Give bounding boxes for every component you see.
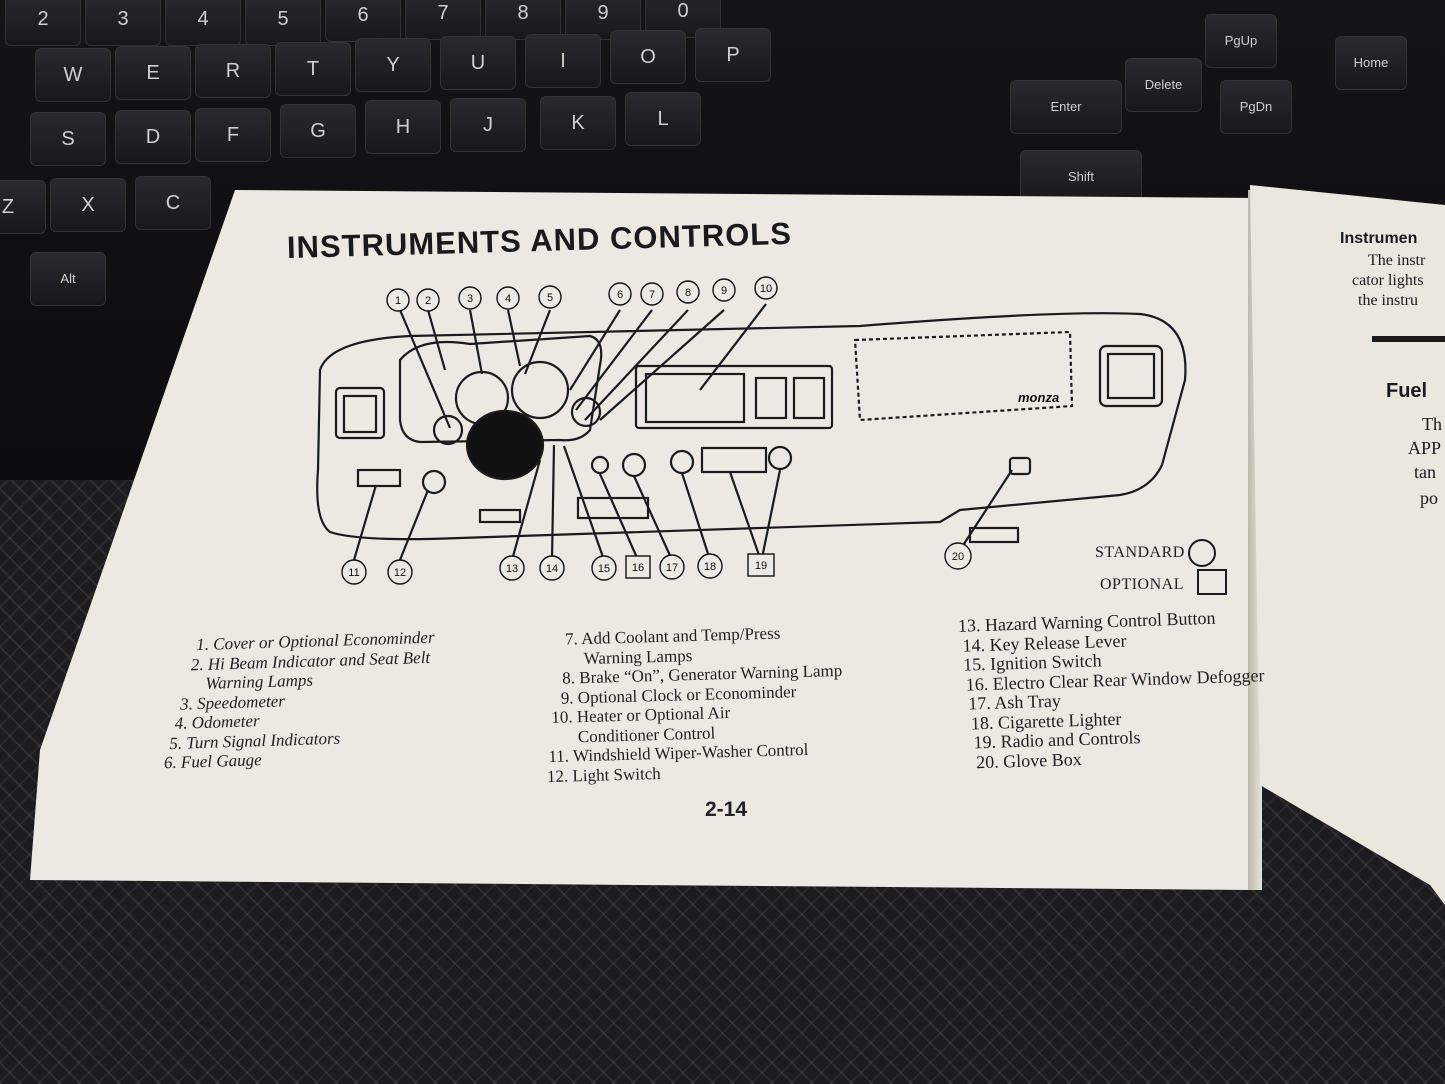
key-delete: Delete [1125, 58, 1202, 112]
legend-circle-icon [1188, 539, 1216, 567]
key-x: X [50, 178, 126, 232]
facing-page [1250, 185, 1445, 905]
dashboard-diagram: monza 1 2 3 4 5 6 7 8 9 10 11 12 13 14 1… [316, 276, 1187, 585]
callout-6: 6 [608, 282, 632, 306]
key-g: G [280, 104, 356, 158]
key-z: Z [0, 180, 46, 234]
key-u: U [440, 36, 516, 90]
svg-text:13: 13 [506, 563, 518, 575]
svg-text:19: 19 [755, 560, 767, 572]
callout-8: 8 [676, 280, 700, 304]
callout-2: 2 [416, 288, 440, 312]
svg-text:15: 15 [598, 563, 610, 575]
callout-4: 4 [496, 286, 520, 310]
key-j: J [450, 98, 526, 152]
key-enter: Enter [1010, 80, 1122, 134]
callout-1: 1 [386, 288, 410, 312]
svg-text:3: 3 [467, 293, 473, 305]
key-pgdn: PgDn [1220, 80, 1292, 134]
key-2: 2 [5, 0, 81, 46]
callout-19: 19 [747, 553, 775, 577]
key-alt: Alt [30, 252, 106, 306]
key-k: K [540, 96, 616, 150]
facing-page-line-3: the instru [1358, 292, 1418, 309]
svg-text:5: 5 [547, 292, 553, 304]
svg-text:18: 18 [704, 561, 716, 573]
callout-17: 17 [659, 554, 685, 580]
manual-page [30, 190, 1260, 890]
callout-7: 7 [640, 282, 664, 306]
key-l: L [625, 92, 701, 146]
svg-text:9: 9 [721, 285, 727, 297]
facing-page-rule [1372, 336, 1445, 342]
key-5: 5 [245, 0, 321, 46]
facing-page-line-1: The instr [1368, 252, 1426, 269]
callout-11: 11 [341, 559, 367, 585]
svg-text:8: 8 [685, 287, 691, 299]
callout-14: 14 [539, 555, 565, 581]
svg-text:17: 17 [666, 562, 678, 574]
facing-page-line-2: cator lights [1352, 272, 1424, 289]
callout-16: 16 [625, 555, 651, 579]
facing-page-subheading: Fuel [1386, 380, 1428, 402]
callout-10: 10 [754, 276, 778, 300]
key-o: O [610, 30, 686, 84]
legend-column-c: 13. Hazard Warning Control Button 14. Ke… [958, 607, 1268, 772]
legend-standard-label: STANDARD [1095, 544, 1185, 561]
key-e: E [115, 46, 191, 100]
key-d: D [115, 110, 191, 164]
key-f: F [195, 108, 271, 162]
key-6: 6 [325, 0, 401, 42]
key-h: H [365, 100, 441, 154]
car-badge: monza [1018, 390, 1059, 405]
svg-text:11: 11 [348, 567, 359, 579]
key-t: T [275, 42, 351, 96]
svg-text:6: 6 [617, 289, 623, 301]
callout-5: 5 [538, 285, 562, 309]
facing-page-body-4: po [1420, 488, 1438, 508]
key-shift: Shift [1020, 150, 1142, 204]
svg-text:12: 12 [394, 567, 406, 579]
callout-18: 18 [697, 553, 723, 579]
key-4: 4 [165, 0, 241, 46]
legend-column-a: 1. Cover or Optional Econominder 2. Hi B… [158, 628, 439, 773]
svg-text:1: 1 [395, 295, 401, 307]
callout-15: 15 [591, 555, 617, 581]
svg-text:14: 14 [546, 563, 558, 575]
key-i: I [525, 34, 601, 88]
svg-text:16: 16 [632, 562, 644, 574]
svg-text:10: 10 [760, 283, 772, 295]
svg-text:2: 2 [425, 295, 431, 307]
svg-text:7: 7 [649, 289, 655, 301]
facing-page-heading: Instrumen [1340, 230, 1418, 247]
key-y: Y [355, 38, 431, 92]
svg-text:4: 4 [505, 293, 511, 305]
callout-3: 3 [458, 286, 482, 310]
legend-column-b: 7. Add Coolant and Temp/Press Warning La… [543, 622, 845, 786]
key-p: P [695, 28, 771, 82]
facing-page-body-1: Th [1422, 414, 1442, 434]
key-c: C [135, 176, 211, 230]
page-number: 2-14 [705, 798, 748, 821]
legend-square-icon [1197, 569, 1227, 595]
facing-page-body-3: tan [1414, 462, 1436, 482]
key-home: Home [1335, 36, 1407, 90]
svg-text:20: 20 [952, 551, 964, 563]
callout-9: 9 [712, 278, 736, 302]
callout-13: 13 [499, 555, 525, 581]
key-w: W [35, 48, 111, 102]
facing-page-body-2: APP [1408, 438, 1442, 458]
key-pgup: PgUp [1205, 14, 1277, 68]
key-3: 3 [85, 0, 161, 46]
callout-12: 12 [387, 559, 413, 585]
callout-20: 20 [944, 542, 972, 570]
key-8: 8 [485, 0, 561, 40]
key-r: R [195, 44, 271, 98]
key-7: 7 [405, 0, 481, 40]
legend-optional-label: OPTIONAL [1100, 576, 1184, 593]
key-s: S [30, 112, 106, 166]
